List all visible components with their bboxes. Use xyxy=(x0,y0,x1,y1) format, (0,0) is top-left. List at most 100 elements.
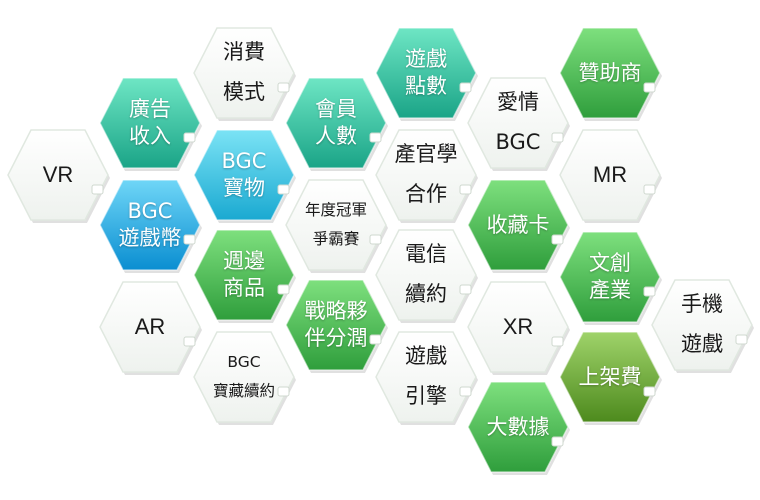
hexagon-label-line: BGC xyxy=(221,149,267,174)
hexagon-consume-mode: 消費模式 xyxy=(192,26,296,121)
hexagon-label-line: 人數 xyxy=(315,124,357,148)
hexagon-listing-fee: 上架費 xyxy=(558,330,662,425)
hexagon-game-points: 遊戲點數 xyxy=(374,26,478,121)
hexagon-label: 戰略夥伴分潤 xyxy=(294,278,378,372)
hexagon-shape xyxy=(375,331,478,425)
lock-icon xyxy=(277,284,290,295)
hexagon-ar: AR xyxy=(98,280,202,375)
hexagon-shape xyxy=(285,279,388,373)
hexagon-shape xyxy=(193,331,296,425)
hexagon-label: 電信續約 xyxy=(384,228,468,322)
lock-icon xyxy=(277,82,290,93)
hexagon-shape xyxy=(99,77,202,171)
hexagon-label-line: BGC xyxy=(495,130,541,154)
hexagon-label-line: 點數 xyxy=(405,74,447,98)
lock-icon xyxy=(459,284,472,295)
hexagon-shape xyxy=(285,77,388,171)
hexagon-label: BGC 寶藏續約 xyxy=(202,330,286,424)
hexagon-collect-card: 收藏卡 xyxy=(466,178,570,273)
lock-icon xyxy=(551,436,564,447)
hexagon-label-line: 合作 xyxy=(405,182,447,206)
hexagon-sponsor: 贊助商 xyxy=(558,26,662,121)
hexagon-shape xyxy=(559,129,662,223)
lock-icon xyxy=(735,334,748,345)
lock-icon xyxy=(459,82,472,93)
hexagon-label-line: 爭霸賽 xyxy=(312,230,360,248)
hexagon-label-line: 大數據 xyxy=(486,414,550,439)
hexagon-member-count: 會員人數 xyxy=(284,76,388,171)
hexagon-label: 年度冠軍爭霸賽 xyxy=(294,178,378,272)
hexagon-label-line: 遊戲幣 xyxy=(118,226,182,250)
hexagon-label-line: 伴分潤 xyxy=(304,326,368,350)
hexagon-mr: MR xyxy=(558,128,662,223)
hexagon-label: 廣告收入 xyxy=(108,76,192,170)
hexagon-shape xyxy=(559,231,662,325)
hexagon-label: AR xyxy=(108,280,192,374)
hexagon-label-line: MR xyxy=(592,161,628,187)
hexagon-shape xyxy=(99,281,202,375)
hexagon-label-line: AR xyxy=(134,313,166,339)
hexagon-shape xyxy=(193,129,296,223)
hexagon-shape xyxy=(7,129,110,223)
hexagon-label-line: 文創 xyxy=(589,251,631,276)
hexagon-label: MR xyxy=(568,128,652,222)
lock-icon xyxy=(643,82,656,93)
lock-icon xyxy=(459,386,472,397)
hexagon-label-line: 寶藏續約 xyxy=(212,382,275,400)
hexagon-label-line: 電信 xyxy=(405,242,447,267)
hexagon-shape xyxy=(651,279,754,373)
hexagon-shape xyxy=(375,129,478,223)
hexagon-telecom-contract: 電信續約 xyxy=(374,228,478,323)
hexagon-label: XR xyxy=(476,280,560,374)
hexagon-shape xyxy=(375,229,478,323)
hexagon-merch: 週邊商品 xyxy=(192,228,296,323)
hexagon-mobile-game: 手機遊戲 xyxy=(650,278,754,373)
hexagon-label-line: XR xyxy=(502,313,534,339)
hexagon-shape xyxy=(193,229,296,323)
lock-icon xyxy=(183,336,196,347)
hexagon-shape xyxy=(467,281,570,375)
lock-icon xyxy=(183,132,196,143)
lock-icon xyxy=(643,386,656,397)
lock-icon xyxy=(459,184,472,195)
lock-icon xyxy=(643,286,656,297)
hexagon-shape xyxy=(559,27,662,121)
hexagon-label-line: 戰略夥 xyxy=(304,299,368,324)
hexagon-label-line: 收藏卡 xyxy=(486,212,550,237)
hexagon-label: 會員人數 xyxy=(294,76,378,170)
lock-icon xyxy=(183,234,196,245)
hexagon-xr: XR xyxy=(466,280,570,375)
hexagon-label-line: 廣告 xyxy=(129,97,171,122)
hexagon-label-line: 手機 xyxy=(681,292,723,317)
hexagon-label-line: 年度冠軍 xyxy=(304,200,367,219)
hexagon-shape xyxy=(193,27,296,121)
hexagon-ad-income: 廣告收入 xyxy=(98,76,202,171)
hexagon-label-line: 產業 xyxy=(589,278,631,302)
hexagon-industry-academia: 產官學合作 xyxy=(374,128,478,223)
hexagon-label: 消費模式 xyxy=(202,26,286,120)
hexagon-label-line: 贊助商 xyxy=(578,60,642,85)
hexagon-label-line: BGC xyxy=(227,352,261,371)
hexagon-label: 產官學合作 xyxy=(384,128,468,222)
hexagon-label: 遊戲點數 xyxy=(384,26,468,120)
hexagon-game-engine: 遊戲引擎 xyxy=(374,330,478,425)
hexagon-shape xyxy=(285,179,388,273)
hexagon-label: 大數據 xyxy=(476,380,560,474)
lock-icon xyxy=(277,386,290,397)
hexagon-label-line: 遊戲 xyxy=(405,344,447,369)
hexagon-shape xyxy=(467,381,570,475)
lock-icon xyxy=(369,234,382,245)
hexagon-label: 手機遊戲 xyxy=(660,278,744,372)
hexagon-label-line: 續約 xyxy=(405,282,447,306)
hexagon-label-line: 商品 xyxy=(223,276,265,300)
hexagon-label-line: VR xyxy=(42,161,74,187)
hexagon-label-line: 遊戲 xyxy=(681,332,723,356)
lock-icon xyxy=(369,334,382,345)
hexagon-shape xyxy=(559,331,662,425)
